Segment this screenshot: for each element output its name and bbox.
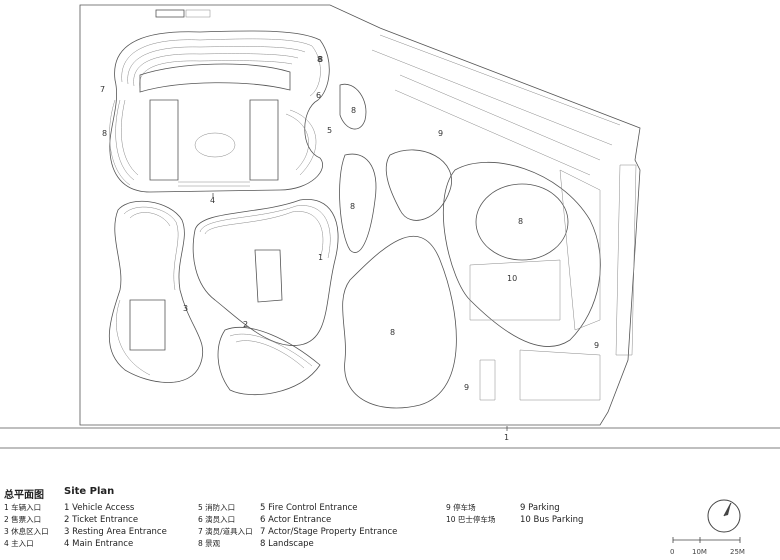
label-8-circle: 8: [518, 217, 523, 226]
legend-item: 4 Main Entrance: [64, 539, 134, 549]
label-1-bottom: 1: [504, 433, 509, 442]
legend-item: 7 演员/道具入口: [198, 527, 253, 536]
southwest-building: [108, 200, 204, 383]
legend-item: 2 售票入口: [4, 515, 42, 524]
legend-item: 1 车辆入口: [4, 503, 42, 512]
landscape-lawn-band: [385, 149, 452, 221]
legend-item: 9 Parking: [520, 503, 560, 513]
label-9-right: 9: [594, 341, 599, 350]
landscape-lawn-low: [342, 236, 457, 409]
legend-item: 7 Actor/Stage Property Entrance: [260, 527, 398, 537]
parking-stalls: [371, 34, 637, 401]
label-6: 6: [316, 91, 321, 100]
legend: 总平面图 Site Plan 1 车辆入口 2 售票入口 3 休息区入口 4 主…: [0, 486, 780, 560]
label-3: 3: [183, 304, 188, 313]
label-8-mid: 8: [351, 106, 356, 115]
site-boundary: [79, 4, 641, 426]
label-10: 10: [507, 274, 517, 283]
scale-tick-10m: 10M: [692, 548, 707, 556]
gate-structure-2: [185, 9, 211, 18]
north-arrow-icon: [707, 499, 741, 533]
scale-tick-0: 0: [670, 548, 674, 556]
label-9-top: 9: [438, 129, 443, 138]
landscape-circle: [475, 183, 569, 261]
legend-col2-cn: 5 消防入口 6 演员入口 7 演员/道具入口 8 景观: [198, 502, 253, 550]
scale-bar: 0 10M 25M: [670, 537, 745, 556]
legend-title-en: Site Plan: [64, 486, 115, 497]
legend-item: 4 主入口: [4, 539, 34, 548]
legend-item: 6 演员入口: [198, 515, 236, 524]
legend-item: 3 Resting Area Entrance: [64, 527, 167, 537]
site-plan-drawing: 1 1 2 3 4 5 6 7 8 8 8 8 8 8 8 9 9 9 10: [0, 4, 780, 449]
gate-structure: [155, 9, 185, 18]
label-4: 4: [210, 196, 215, 205]
label-8-top: 8: [317, 55, 322, 64]
main-theatre-building: [109, 30, 330, 193]
label-2: 2: [243, 320, 248, 329]
legend-item: 8 Landscape: [260, 539, 314, 549]
legend-item: 5 Fire Control Entrance: [260, 503, 358, 513]
legend-col3-cn: 9 停车场 10 巴士停车场: [446, 502, 495, 526]
label-9-bottom: 9: [464, 383, 469, 392]
south-central-building: [192, 198, 339, 396]
label-8-left: 8: [102, 129, 107, 138]
label-1-right: 1: [318, 253, 323, 262]
legend-item: 9 停车场: [446, 503, 476, 512]
label-7: 7: [100, 85, 105, 94]
label-8-side: 8: [318, 55, 323, 64]
label-5: 5: [327, 126, 332, 135]
legend-item: 10 Bus Parking: [520, 515, 584, 525]
legend-title-cn: 总平面图: [4, 490, 44, 501]
legend-item: 8 景观: [198, 539, 221, 548]
legend-col3-en: 9 Parking 10 Bus Parking: [520, 502, 583, 526]
scale-tick-25m: 25M: [730, 548, 745, 556]
legend-item: 6 Actor Entrance: [260, 515, 332, 525]
legend-item: 1 Vehicle Access: [64, 503, 135, 513]
legend-col1-cn: 1 车辆入口 2 售票入口 3 休息区入口 4 主入口: [4, 502, 49, 550]
landscape-lawn-top: [339, 83, 367, 130]
label-8-low: 8: [390, 328, 395, 337]
parking-island: [442, 162, 601, 347]
legend-item: 5 消防入口: [198, 503, 236, 512]
legend-col2-en: 5 Fire Control Entrance 6 Actor Entrance…: [260, 502, 397, 550]
legend-item: 3 休息区入口: [4, 527, 49, 536]
legend-item: 10 巴士停车场: [446, 515, 496, 524]
landscape-lawn-mid: [339, 153, 377, 253]
legend-col1-en: 1 Vehicle Access 2 Ticket Entrance 3 Res…: [64, 502, 167, 550]
label-8-mid2: 8: [350, 202, 355, 211]
legend-item: 2 Ticket Entrance: [64, 515, 139, 525]
